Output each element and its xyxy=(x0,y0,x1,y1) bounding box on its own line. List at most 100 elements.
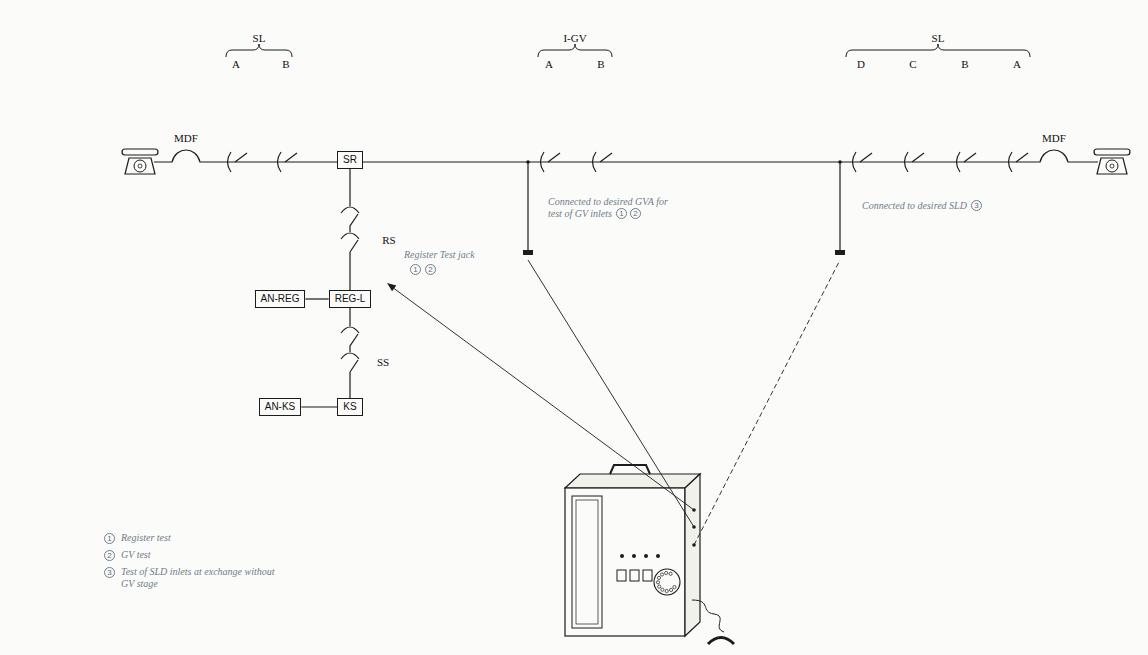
test-set-top xyxy=(565,474,700,488)
jack-note: Register Test jack xyxy=(404,249,475,261)
connector-wire xyxy=(349,308,350,398)
contact-blade xyxy=(600,153,612,162)
indicator-lamp xyxy=(644,554,648,558)
contact-blade xyxy=(548,153,560,162)
box-text: REG-L xyxy=(335,293,366,305)
jack-note: Connected to desired GVA for test of GV … xyxy=(548,196,682,220)
junction-dot xyxy=(838,160,842,164)
legend-number: 1 xyxy=(104,533,115,544)
dial-hole xyxy=(657,576,660,579)
test-lead-arrow xyxy=(387,283,396,291)
dial-hole xyxy=(665,589,668,592)
legend-number: 2 xyxy=(104,550,115,561)
test-jack xyxy=(523,250,533,255)
contact-letter: A xyxy=(544,58,554,70)
contact-blade xyxy=(912,153,924,162)
contact-letter: B xyxy=(281,58,290,70)
contact-blade xyxy=(285,153,297,162)
contact-arc xyxy=(278,152,282,172)
switch-label: RS xyxy=(381,234,396,246)
handset xyxy=(708,638,734,645)
contact-arc xyxy=(593,152,597,172)
box-text: AN-KS xyxy=(265,401,296,413)
test-set-panel xyxy=(576,500,598,624)
switch-label: SS xyxy=(376,356,390,368)
box-text: KS xyxy=(343,401,356,413)
switch-arc xyxy=(341,233,359,239)
telephone-body xyxy=(125,158,155,174)
test-lead xyxy=(392,287,694,510)
contact-blade xyxy=(860,153,872,162)
test-lead xyxy=(694,260,840,545)
callout-number: 2 xyxy=(425,264,436,275)
box-text: SR xyxy=(343,154,357,166)
bracket-label: I-GV xyxy=(562,32,587,44)
mdf-label: MDF xyxy=(173,132,199,144)
dial-hole xyxy=(661,588,664,591)
connector-wire xyxy=(349,169,350,290)
telephone-dial xyxy=(1106,160,1118,172)
contact-arc xyxy=(853,152,857,172)
indicator-lamp xyxy=(632,554,636,558)
switch-blade xyxy=(350,214,358,232)
contact-blade xyxy=(1016,153,1028,162)
key-button xyxy=(643,570,652,581)
handset-cord xyxy=(692,600,724,632)
switch-arc xyxy=(341,353,359,359)
contact-letter: B xyxy=(596,58,605,70)
contact-letter: B xyxy=(960,58,969,70)
test-set-panel xyxy=(572,496,602,628)
legend-text: Test of SLD inlets at exchange without G… xyxy=(121,566,281,590)
contact-letter: C xyxy=(908,58,917,70)
dial-hole xyxy=(669,572,672,575)
telephone-dial-centre xyxy=(1110,164,1114,168)
contact-letter: A xyxy=(1012,58,1022,70)
test-set-side xyxy=(685,474,700,636)
telephone-body xyxy=(1097,158,1127,174)
contact-arc xyxy=(957,152,961,172)
callout-number: 3 xyxy=(971,200,982,211)
auxiliary-box: AN-REG xyxy=(255,290,306,308)
switch-arc xyxy=(341,327,359,333)
jack-note: Connected to desired SLD xyxy=(862,200,970,212)
contact-blade xyxy=(964,153,976,162)
test-lead xyxy=(528,260,694,527)
switch-blade xyxy=(350,360,358,372)
contact-arc xyxy=(541,152,545,172)
contact-letter: A xyxy=(231,58,241,70)
key-button xyxy=(630,570,639,581)
telephone-dial-centre xyxy=(138,164,142,168)
bracket-label: SL xyxy=(931,32,946,44)
contact-letter: D xyxy=(856,58,866,70)
group-bracket xyxy=(846,44,1030,57)
contact-arc xyxy=(1009,152,1013,172)
register-box: REG-L xyxy=(329,290,372,308)
telephone-dial xyxy=(134,160,146,172)
test-jack xyxy=(835,250,845,255)
callout-number: 1 xyxy=(410,264,421,275)
key-button xyxy=(617,570,626,581)
legend-text: GV test xyxy=(121,549,151,561)
dial-hole xyxy=(670,588,673,591)
telephone-handset xyxy=(122,149,158,155)
junction-dot xyxy=(526,160,530,164)
box-text: AN-REG xyxy=(261,293,300,305)
dial-hole xyxy=(665,571,668,574)
dial-hole xyxy=(673,586,676,589)
mdf-label: MDF xyxy=(1041,132,1067,144)
indicator-lamp xyxy=(656,554,660,558)
contact-arc xyxy=(228,152,232,172)
dial-hole xyxy=(660,573,663,576)
test-set-front xyxy=(565,488,685,636)
indicator-lamp xyxy=(620,554,624,558)
connector-wire xyxy=(305,298,328,299)
auxiliary-box: AN-KS xyxy=(259,398,302,416)
callout-number: 2 xyxy=(630,208,641,219)
legend-text: Register test xyxy=(121,532,171,544)
bracket-label: SL xyxy=(252,32,267,44)
contact-arc xyxy=(905,152,909,172)
connector-wire xyxy=(301,406,337,407)
callout-number: 1 xyxy=(616,208,627,219)
